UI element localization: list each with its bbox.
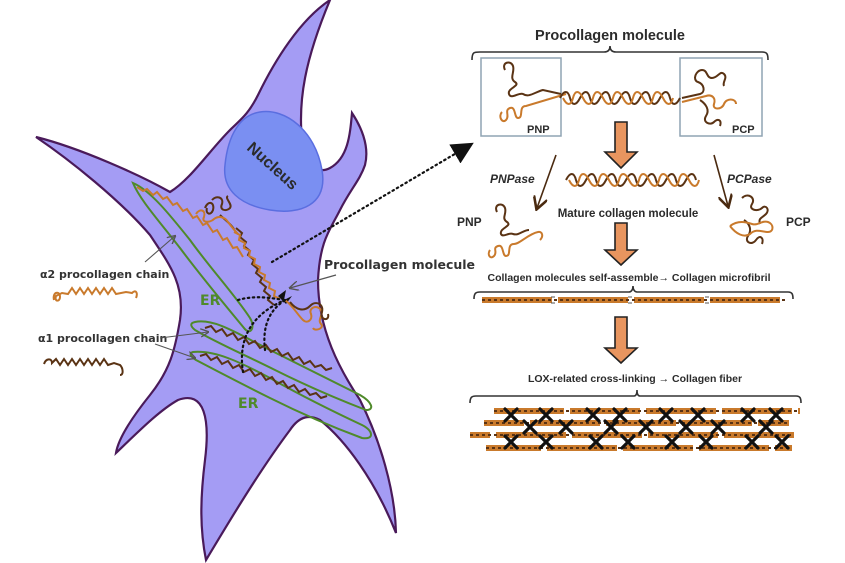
pnpase-label: PNPase [490,172,535,186]
alpha2-pointer-line [144,236,175,263]
pcp-box-label: PCP [732,124,755,136]
crosslink-x [658,407,674,423]
er-to-assembly-dotted-line-2 [240,298,287,374]
alpha1-chain-label: α1 procollagen chain [38,332,167,345]
procollagen-helix-alpha1 [559,91,681,105]
crosslink-x [774,434,790,450]
crosslink-x [538,407,554,423]
crosslink-x [698,434,714,450]
pcp-box [679,57,763,137]
crosslink-x [538,434,554,450]
pnp-propeptide-alpha2 [499,93,567,122]
procollagen-pointer-arrow [290,274,337,288]
crosslink-x [585,407,601,423]
crosslink-x [522,419,538,435]
crosslink-x [638,419,654,435]
crosslink-x [768,407,784,423]
cell-procollagen-label: Procollagen molecule [324,257,475,272]
procollagen-title: Procollagen molecule [535,28,685,44]
nucleus [224,110,324,212]
crosslink-x [758,419,774,435]
mature-collagen-label: Mature collagen molecule [558,208,699,220]
crosslink-x [690,407,706,423]
pcpase-arrow [713,154,728,206]
crosslink-x [678,419,694,435]
released-pcp-label: PCP [786,215,811,229]
alpha2-chain-label: α2 procollagen chain [40,268,169,281]
released-pnp-alpha2 [487,230,544,259]
pnp-box-label: PNP [527,124,550,136]
crosslink-x [612,407,628,423]
crosslink-x [740,407,756,423]
crosslink-marks [503,407,790,450]
released-pnp-alpha1 [495,203,530,237]
alpha1-pointer-line-1 [159,332,208,339]
alpha1-pointer-line-2 [154,343,195,358]
crosslink-x [503,434,519,450]
processing-arrow [603,121,639,170]
crosslink-x [558,419,574,435]
cell-body [35,0,398,563]
procollagen-helix-alpha2 [562,91,674,105]
self-assembly-arrow [602,222,640,267]
released-pnp-label: PNP [457,215,482,229]
er-to-assembly-dotted-line-3 [263,298,287,352]
microfibril-bracket [473,285,794,300]
crosslinking-arrow [602,316,640,365]
crosslink-x [744,434,760,450]
procollagen-assembly-mark [278,290,292,304]
fiber-bracket [469,389,802,404]
er-lower-alpha1-chain [199,352,328,400]
crosslink-x [664,434,680,450]
self-assembly-label: Collagen molecules self-assemble→ Collag… [488,272,771,284]
crosslink-x [503,407,519,423]
export-dotted-arrow [270,142,474,264]
pcp-propeptide-alpha2 [681,94,737,110]
crosslink-x [603,419,619,435]
er-upper [131,181,254,333]
er-label-upper: ER [200,293,221,309]
mature-helix-alpha2 [568,173,700,187]
alpha1-chain-sample [43,357,124,376]
er-to-assembly-dotted-line-1 [236,296,287,302]
crosslinking-label: LOX-related cross-linking → Collagen fib… [528,373,742,385]
cell-procollagen-molecule [195,195,330,331]
pnpase-arrow [537,154,557,208]
released-pcp-alpha2 [729,220,774,237]
crosslink-x [588,434,604,450]
pcpase-label: PCPase [727,172,772,186]
procollagen-bracket [471,45,769,61]
pcp-propeptide-alpha1 [681,68,727,127]
er-upper-alpha2-chain [136,186,244,258]
alpha2-chain-sample [52,286,138,302]
crosslink-x [710,419,726,435]
pnp-propeptide-alpha1 [503,61,562,98]
released-pcp-alpha1 [741,194,769,245]
er-middle-alpha1-chain [204,324,333,372]
crosslink-x [620,434,636,450]
er-label-lower: ER [238,396,259,412]
collagen-microfibril [482,296,786,304]
